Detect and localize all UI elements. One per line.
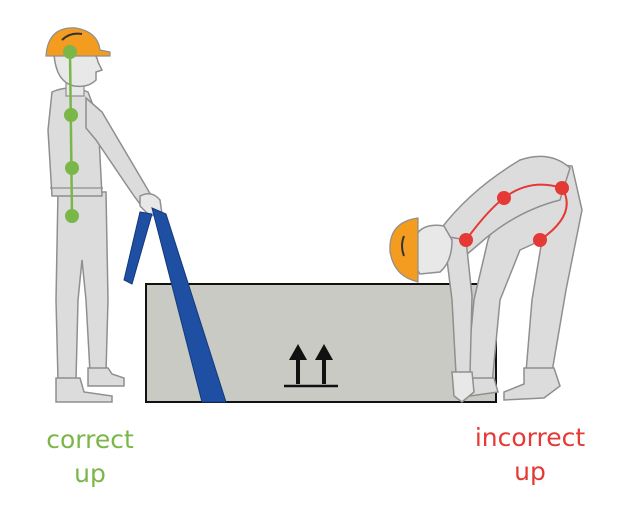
incorrect-spine-point: [497, 191, 511, 205]
correct-worker-rear-shoe: [55, 377, 113, 403]
correct-spine-point: [63, 45, 77, 59]
this-way-up-icon: [284, 344, 338, 388]
correct-spine-point: [64, 108, 78, 122]
incorrect-spine-indicator: [459, 181, 569, 247]
incorrect-spine-point: [533, 233, 547, 247]
incorrect-spine-point: [459, 233, 473, 247]
incorrect-worker-torso: [439, 155, 571, 264]
incorrect-caption-line1: incorrect: [474, 423, 586, 452]
correct-worker-helmet: [45, 27, 111, 57]
incorrect-spine-point: [555, 181, 569, 195]
correct-worker-legs: [55, 191, 109, 381]
lifting-strap: [123, 207, 227, 403]
correct-caption-line2: up: [74, 459, 106, 488]
incorrect-worker-rear-shoe: [503, 367, 561, 401]
incorrect-worker-helmet: [389, 217, 419, 283]
incorrect-caption: incorrect up: [455, 421, 605, 489]
correct-spine-point: [65, 209, 79, 223]
incorrect-worker-head: [412, 224, 453, 275]
correct-spine-point: [65, 161, 79, 175]
correct-caption: correct up: [30, 423, 150, 491]
correct-caption-line1: correct: [46, 425, 134, 454]
correct-spine-indicator: [63, 45, 79, 223]
correct-worker-front-shoe: [87, 367, 125, 387]
incorrect-caption-line2: up: [514, 457, 546, 486]
incorrect-worker-hand: [451, 371, 475, 403]
